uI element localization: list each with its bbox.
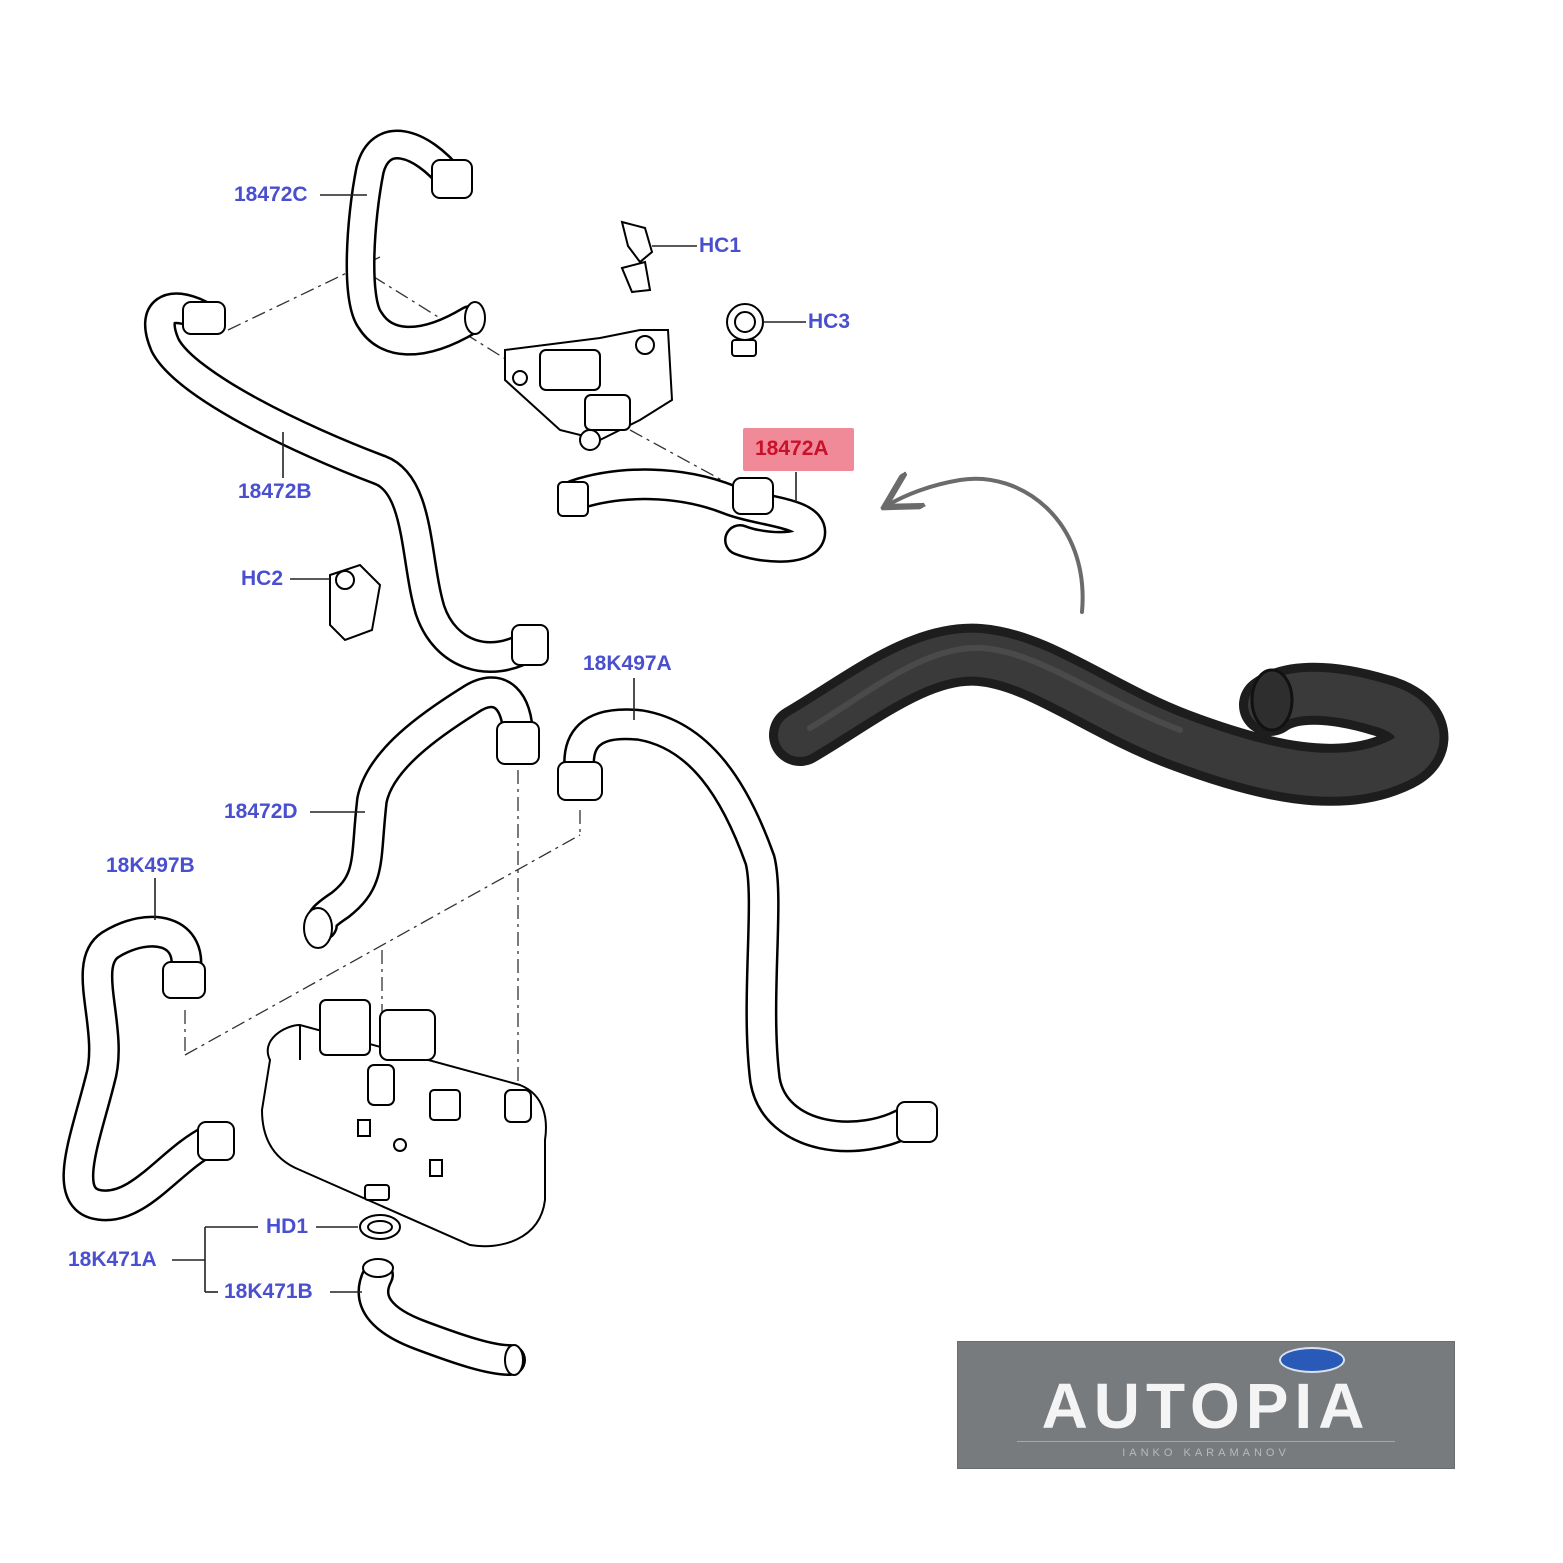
hose-18k471b xyxy=(357,1258,526,1376)
callout-hc3: HC3 xyxy=(808,310,851,333)
autopia-logo: AUTOPIA IANKO KARAMANOV xyxy=(957,1341,1455,1469)
logo-brand: AUTOPIA xyxy=(1041,1370,1371,1442)
callout-18k471b: 18K471B xyxy=(224,1280,313,1303)
callout-18472c: 18472C xyxy=(234,183,308,206)
hose-18472c xyxy=(345,129,486,356)
pointer-arrow xyxy=(888,479,1085,614)
clamp-hd1 xyxy=(359,1214,401,1240)
hose-18472d xyxy=(303,676,540,949)
hose-18472b xyxy=(144,292,549,674)
ford-oval-icon xyxy=(1279,1347,1345,1373)
clip-hc3 xyxy=(726,303,764,357)
callout-hc1: HC1 xyxy=(699,234,742,257)
callout-18472d: 18472D xyxy=(224,800,298,823)
callout-hd1: HD1 xyxy=(266,1215,309,1238)
rubber-hose-photo xyxy=(769,623,1449,806)
callout-18472b: 18472B xyxy=(238,480,312,503)
highlight-box-18472a xyxy=(743,428,854,471)
logo-divider xyxy=(1017,1441,1395,1442)
callout-hc2: HC2 xyxy=(241,567,284,590)
hose-18k497b xyxy=(62,915,235,1222)
leader-lines xyxy=(154,194,806,1293)
clip-hc2 xyxy=(329,563,382,642)
callout-18k497b: 18K497B xyxy=(106,854,195,877)
callout-18k471a: 18K471A xyxy=(68,1248,157,1271)
logo-subtitle: IANKO KARAMANOV xyxy=(1122,1447,1290,1459)
hose-18k497a xyxy=(557,708,938,1153)
hose-18472a xyxy=(557,468,827,563)
clip-hc1 xyxy=(620,220,654,294)
callout-18k497a: 18K497A xyxy=(583,652,672,675)
callout-18472a: 18472A xyxy=(755,437,829,460)
aux-heater-unit xyxy=(260,999,547,1248)
heater-valve-assembly xyxy=(504,329,674,451)
